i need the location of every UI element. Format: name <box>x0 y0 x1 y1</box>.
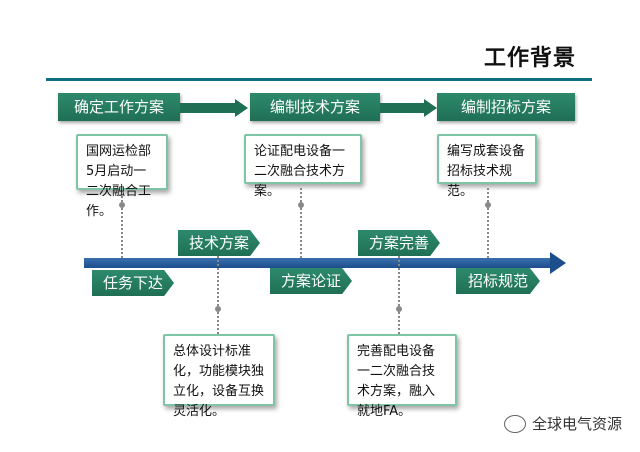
connector-line <box>217 256 219 334</box>
connector-line <box>487 188 489 258</box>
timeline-bar <box>84 258 552 268</box>
connector-dot <box>215 306 221 312</box>
chat-icon <box>503 414 526 433</box>
step-arrow-1-shaft <box>180 103 235 113</box>
step-box-1: 确定工作方案 <box>58 93 180 121</box>
timeline-tag-tech-plan: 技术方案 <box>178 230 260 256</box>
info-card-5: 完善配电设备一二次融合技术方案，融入就地FA。 <box>347 334 457 419</box>
step-box-2: 编制技术方案 <box>250 93 380 121</box>
watermark-text: 全球电气资源 <box>531 415 622 433</box>
connector-dot <box>298 202 304 208</box>
step-arrow-2-head <box>424 99 437 117</box>
timeline-arrow-head <box>550 252 566 274</box>
connector-line <box>300 188 302 258</box>
info-card-1: 国网运检部5月启动一二次融合工作。 <box>76 134 168 219</box>
connector-dot <box>485 202 491 208</box>
timeline-tag-task-issued: 任务下达 <box>92 270 174 296</box>
timeline-tag-plan-refine: 方案完善 <box>358 230 440 256</box>
info-card-3: 编写成套设备招标技术规范。 <box>437 134 537 199</box>
timeline-tag-bid-spec: 招标规范 <box>456 268 540 294</box>
step-arrow-1-head <box>235 99 248 117</box>
info-card-2: 论证配电设备一二次融合技术方案。 <box>244 134 362 199</box>
info-card-4: 总体设计标准化，功能模块独立化，设备互换灵活化。 <box>163 334 275 419</box>
connector-dot <box>396 306 402 312</box>
header-divider <box>46 78 592 81</box>
connector-line <box>398 256 400 334</box>
connector-line <box>121 196 123 258</box>
timeline-tag-plan-review: 方案论证 <box>270 268 352 294</box>
page-title: 工作背景 <box>483 46 576 71</box>
watermark: 全球电气资源 <box>503 413 622 434</box>
step-arrow-2-shaft <box>380 103 424 113</box>
connector-dot <box>119 202 125 208</box>
step-box-3: 编制招标方案 <box>437 93 575 121</box>
